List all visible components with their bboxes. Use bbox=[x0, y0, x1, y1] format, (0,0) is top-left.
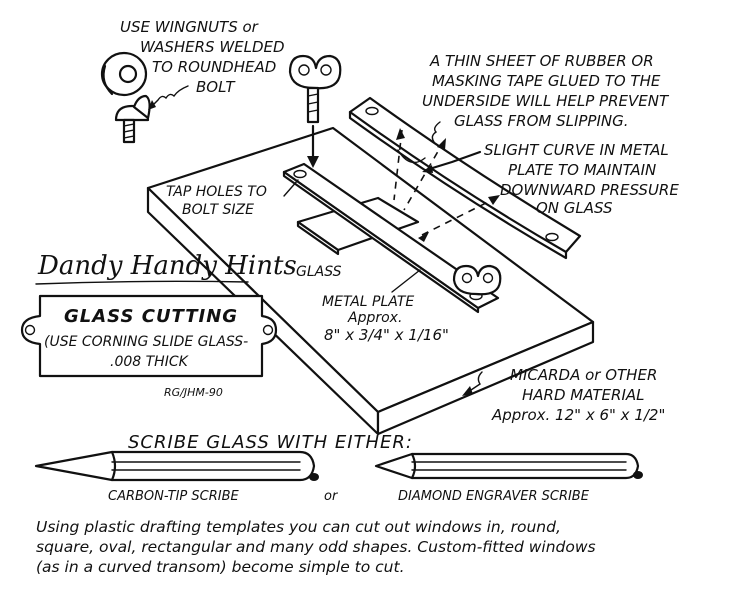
wingnut-note: USE WINGNUTS or WASHERS WELDED TO ROUNDH… bbox=[120, 18, 285, 96]
curve-note-line-4: ON GLASS bbox=[536, 199, 613, 217]
micarda-note-line-1: MICARDA or OTHER bbox=[510, 366, 657, 384]
credit-initials: RG/JHM-90 bbox=[164, 386, 223, 399]
rubber-note: A THIN SHEET OF RUBBER OR MASKING TAPE G… bbox=[422, 52, 670, 130]
metal-plate bbox=[282, 162, 500, 314]
curve-note-line-3: DOWNWARD PRESSURE bbox=[500, 181, 679, 199]
wingnut-note-line-1: USE WINGNUTS or bbox=[120, 18, 259, 36]
micarda-note-line-2: HARD MATERIAL bbox=[522, 386, 645, 404]
footer-note: Using plastic drafting templates you can… bbox=[36, 518, 596, 576]
tap-note-line-2: BOLT SIZE bbox=[182, 202, 254, 218]
rubber-note-line-4: GLASS FROM SLIPPING. bbox=[454, 112, 629, 130]
micarda-note-line-3: Approx. 12" x 6" x 1/2" bbox=[491, 406, 665, 424]
footer-line-1: Using plastic drafting templates you can… bbox=[36, 518, 561, 536]
plate-note-leader bbox=[391, 269, 421, 293]
wingnut-with-bolt bbox=[288, 54, 342, 168]
wingnut-on-plate bbox=[452, 264, 502, 296]
curved-metal-plate bbox=[348, 96, 582, 260]
plate-subtitle-line-2: .008 THICK bbox=[110, 354, 190, 370]
rubber-note-line-3: UNDERSIDE WILL HELP PREVENT bbox=[422, 92, 670, 110]
glass-label: GLASS bbox=[296, 264, 342, 280]
plate-subtitle-line-1: (USE CORNING SLIDE GLASS- bbox=[44, 334, 248, 350]
wingnut-note-line-2: WASHERS WELDED bbox=[140, 38, 285, 56]
wingnut-note-line-4: BOLT bbox=[196, 78, 236, 96]
footer-line-2: square, oval, rectangular and many odd s… bbox=[36, 538, 596, 556]
rubber-note-leader bbox=[431, 121, 441, 143]
carbon-tip-scribe-icon bbox=[34, 450, 319, 482]
plate-note-line-2: Approx. bbox=[347, 310, 402, 326]
or-label: or bbox=[324, 489, 339, 504]
assembly-lines bbox=[393, 128, 500, 242]
rubber-note-line-2: MASKING TAPE GLUED TO THE bbox=[432, 72, 661, 90]
tap-holes-note: TAP HOLES TO BOLT SIZE bbox=[166, 184, 267, 218]
rubber-note-line-1: A THIN SHEET OF RUBBER OR bbox=[429, 52, 654, 70]
carbon-tip-scribe-label: CARBON-TIP SCRIBE bbox=[108, 489, 239, 504]
glass-cutting-title: GLASS CUTTING bbox=[64, 306, 238, 327]
diamond-engraver-scribe-label: DIAMOND ENGRAVER SCRIBE bbox=[398, 489, 590, 504]
curve-note-line-2: PLATE TO MAINTAIN bbox=[508, 161, 656, 179]
dandy-handy-hints-heading: Dandy Handy Hints bbox=[37, 251, 297, 281]
micarda-note: MICARDA or OTHER HARD MATERIAL Approx. 1… bbox=[491, 366, 665, 424]
curve-note-line-1: SLIGHT CURVE IN METAL bbox=[484, 141, 669, 159]
diamond-engraver-scribe-icon bbox=[374, 452, 643, 480]
tap-note-leader bbox=[283, 179, 299, 197]
plate-note-line-3: 8" x 3/4" x 1/16" bbox=[324, 326, 449, 344]
tap-note-line-1: TAP HOLES TO bbox=[166, 184, 267, 200]
curve-note-leader bbox=[424, 150, 482, 172]
scribe-heading: SCRIBE GLASS WITH EITHER: bbox=[128, 432, 413, 453]
curve-note: SLIGHT CURVE IN METAL PLATE TO MAINTAIN … bbox=[484, 141, 679, 217]
plate-note-line-1: METAL PLATE bbox=[322, 294, 414, 310]
title-plate: GLASS CUTTING (USE CORNING SLIDE GLASS- … bbox=[20, 294, 278, 378]
footer-line-3: (as in a curved transom) become simple t… bbox=[36, 558, 405, 576]
wingnut-note-leader bbox=[149, 85, 189, 109]
metal-plate-note: METAL PLATE Approx. 8" x 3/4" x 1/16" bbox=[322, 294, 449, 344]
heading-underline bbox=[35, 280, 249, 285]
washer-icon bbox=[100, 51, 148, 97]
roundhead-bolt-icon bbox=[114, 94, 151, 144]
wingnut-note-line-3: TO ROUNDHEAD bbox=[152, 58, 276, 76]
micarda-note-leader bbox=[467, 371, 483, 393]
